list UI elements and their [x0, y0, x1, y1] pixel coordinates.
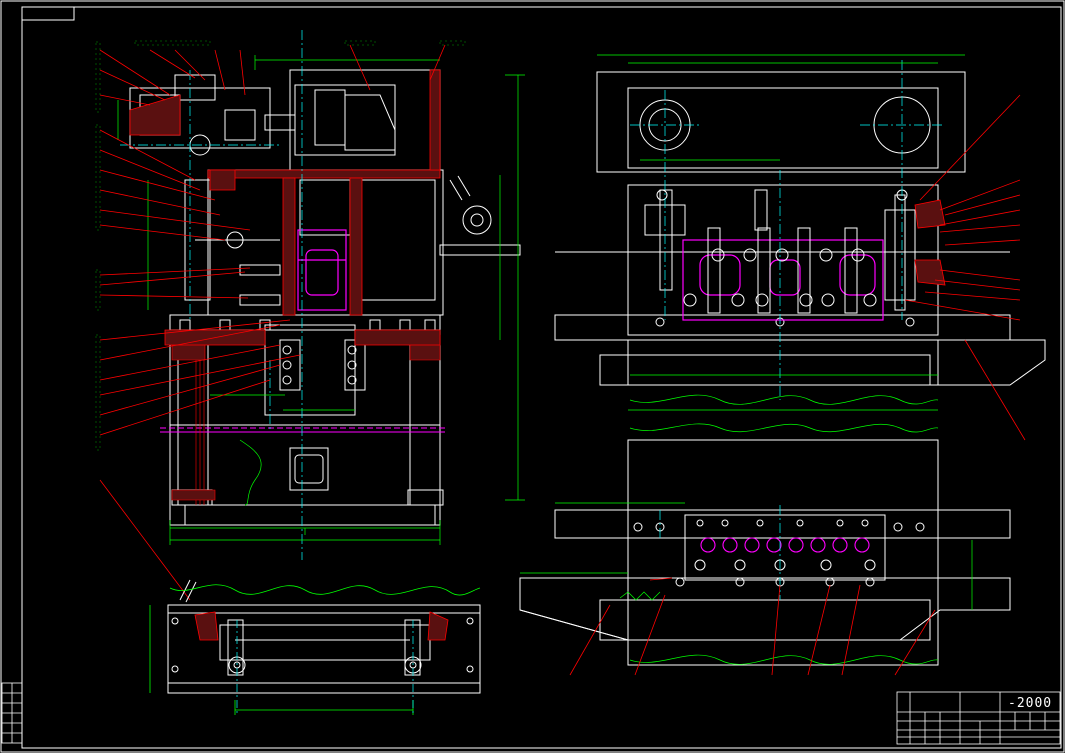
bottom-right-view: [519, 439, 1011, 676]
drawing-code: -2000: [1008, 696, 1053, 711]
front-view: [95, 30, 525, 601]
revision-table: [1, 682, 23, 744]
title-block: [896, 691, 1061, 745]
side-view: [554, 54, 1046, 441]
detail-view: [149, 579, 481, 715]
